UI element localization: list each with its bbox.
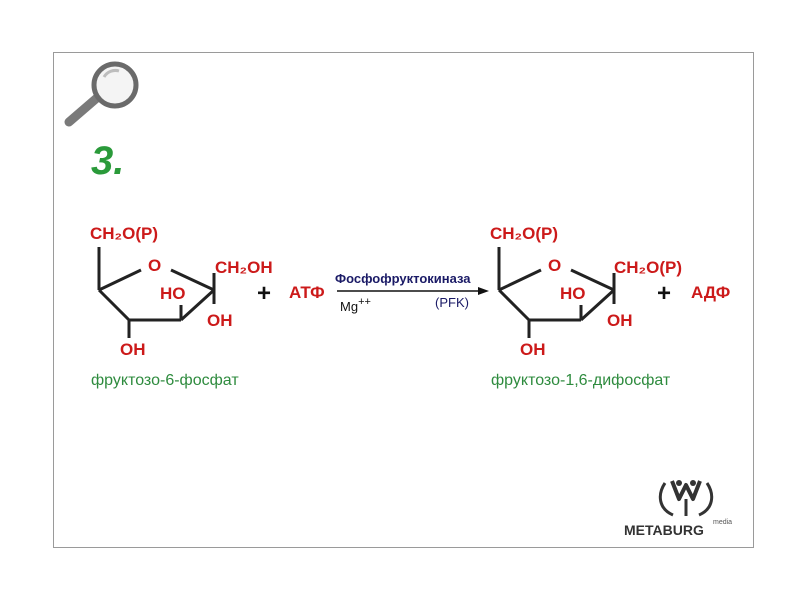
right-top-group: CH₂O(P) xyxy=(490,224,558,243)
enzyme-name: Фосфофруктокиназа xyxy=(335,271,471,286)
cofactor-charge: ++ xyxy=(358,296,371,308)
enzyme-abbreviation: (PFK) xyxy=(435,295,469,310)
product-adp: АДФ xyxy=(691,283,730,302)
step-number: 3. xyxy=(91,139,124,183)
left-molecule-name: фруктозо-6-фосфат xyxy=(91,372,239,389)
left-inner-hydroxyl: HO xyxy=(160,284,186,303)
right-ring-bonds xyxy=(497,247,616,338)
plus-sign-2: + xyxy=(657,280,671,307)
cofactor-symbol: Mg xyxy=(340,299,358,314)
right-bottom-hydroxyl: OH xyxy=(520,340,546,359)
right-molecule: CH₂O(P) O CH₂O(P) HO OH OH фруктозо-1,6-… xyxy=(490,224,682,389)
reaction-diagram: 3. CH₂O(P) O CH₂OH HO OH OH фруктозо-6-ф… xyxy=(64,61,732,538)
slide-frame: 3. CH₂O(P) O CH₂OH HO OH OH фруктозо-6-ф… xyxy=(53,52,754,548)
plus-sign-1: + xyxy=(257,280,271,307)
cofactor: Mg++ xyxy=(340,296,371,314)
metaburg-logo-icon xyxy=(658,480,714,517)
left-ring-oxygen: O xyxy=(148,256,161,275)
right-right-hydroxyl: OH xyxy=(607,311,633,330)
left-top-group: CH₂O(P) xyxy=(90,224,158,243)
right-ring-oxygen: O xyxy=(548,256,561,275)
right-molecule-name: фруктозо-1,6-дифосфат xyxy=(491,372,671,389)
left-right-group: CH₂OH xyxy=(215,258,273,277)
logo-brand: METABURG xyxy=(624,522,704,538)
magnifier-icon xyxy=(64,61,139,127)
right-right-group: CH₂O(P) xyxy=(614,258,682,277)
reaction-arrow xyxy=(337,287,489,295)
left-molecule: CH₂O(P) O CH₂OH HO OH OH фруктозо-6-фосф… xyxy=(90,224,273,389)
logo-sub: media xyxy=(713,519,732,526)
left-bottom-hydroxyl: OH xyxy=(120,340,146,359)
right-inner-hydroxyl: HO xyxy=(560,284,586,303)
left-ring-bonds xyxy=(97,247,216,338)
left-right-hydroxyl: OH xyxy=(207,311,233,330)
reactant-atp: АТФ xyxy=(289,283,325,302)
